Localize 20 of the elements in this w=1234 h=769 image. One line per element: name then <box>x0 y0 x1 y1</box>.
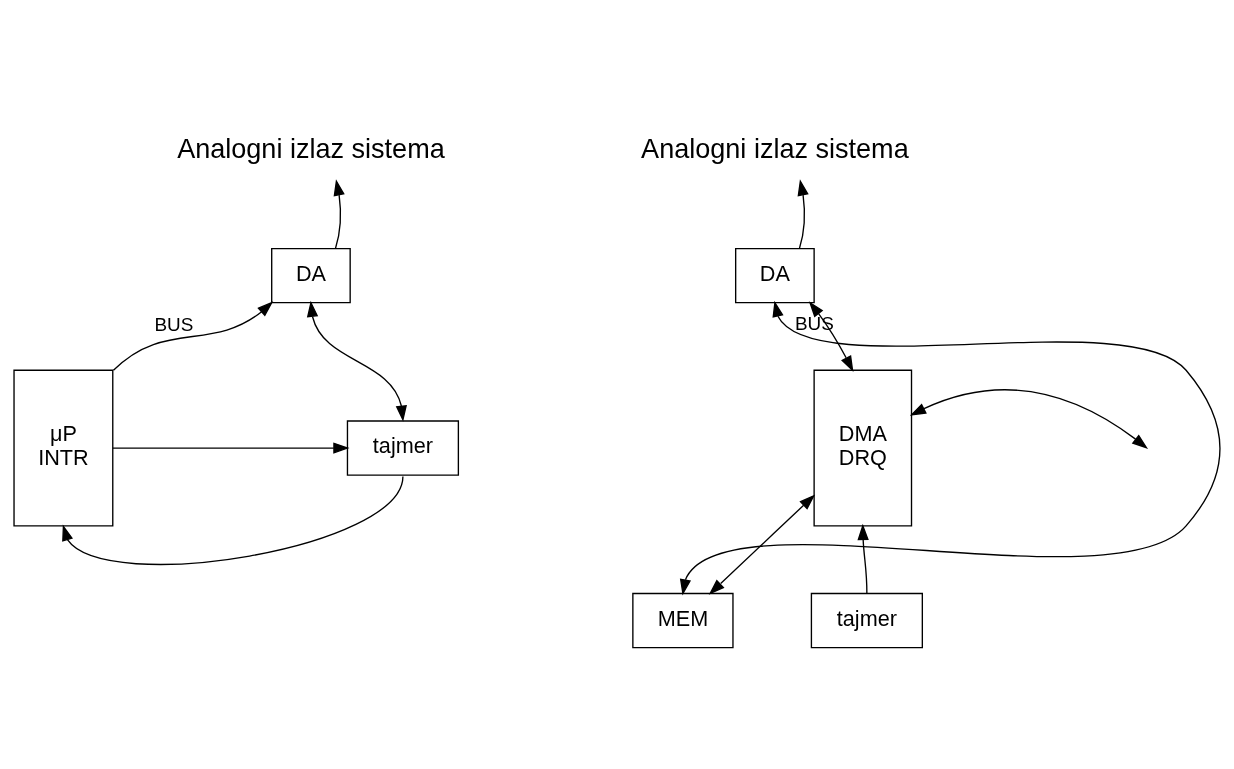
arrow <box>333 179 345 250</box>
arrow <box>797 179 809 250</box>
node-text: Analogni izlaz sistema <box>177 133 445 164</box>
arrow <box>679 300 1221 596</box>
arrow <box>909 389 1148 449</box>
arrow <box>708 494 816 595</box>
node-box: tajmer <box>810 592 923 649</box>
node-box: DMA DRQ <box>813 369 913 527</box>
edge-label: BUS <box>154 314 194 336</box>
node-box: tajmer <box>346 420 460 476</box>
node-box: μP INTR <box>13 369 114 527</box>
node-box: MEM <box>632 592 734 649</box>
arrow <box>112 442 350 454</box>
node-box: DA <box>735 247 815 304</box>
arrow <box>306 300 408 422</box>
node-text: Analogni izlaz sistema <box>641 133 909 164</box>
arrow <box>62 475 404 565</box>
node-box: DA <box>271 247 351 304</box>
arrow <box>112 301 274 371</box>
arrow <box>857 523 869 595</box>
